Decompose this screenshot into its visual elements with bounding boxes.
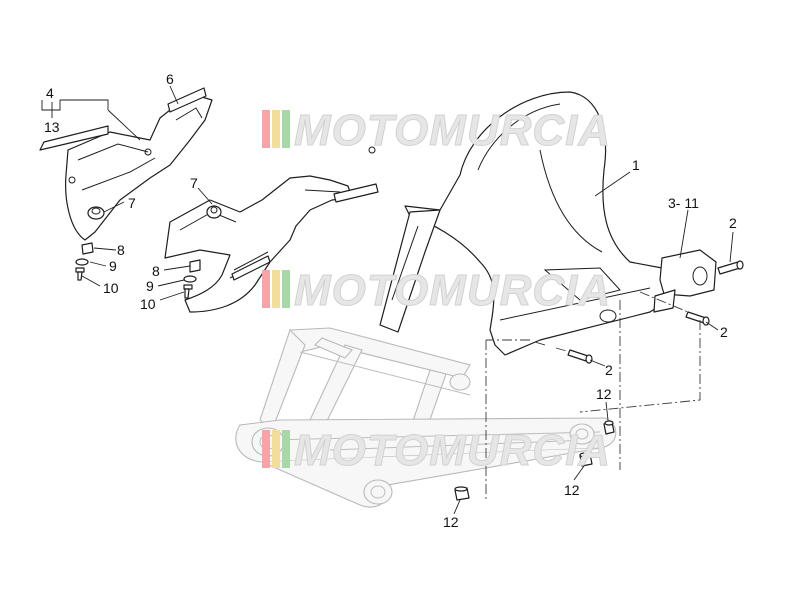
callout-9-left: 9 bbox=[109, 258, 117, 274]
spacer-12-middle bbox=[579, 452, 593, 467]
watermark-stripe-red bbox=[262, 110, 270, 148]
bolt-2-right bbox=[685, 311, 710, 326]
watermark-stripe-red bbox=[262, 430, 270, 468]
callout-4: 4 bbox=[46, 85, 54, 101]
callout-2-top: 2 bbox=[729, 215, 737, 231]
callouts: 1 2 2 2 3- 11 4 13 6 7 7 8 9 10 8 9 10 1… bbox=[44, 71, 737, 530]
watermark-stripe-yellow bbox=[272, 270, 280, 308]
watermark-stripe-yellow bbox=[272, 110, 280, 148]
watermark-text: MOTOMURCIA bbox=[294, 266, 611, 315]
callout-8-middle: 8 bbox=[152, 263, 160, 279]
watermark-top: MOTOMURCIA bbox=[262, 106, 611, 156]
callout-2-lower: 2 bbox=[605, 362, 613, 378]
callout-13: 13 bbox=[44, 119, 60, 135]
callout-7-left: 7 bbox=[128, 195, 136, 211]
callout-6: 6 bbox=[166, 71, 174, 87]
watermark-stripe-yellow bbox=[272, 430, 280, 468]
callout-1: 1 bbox=[632, 157, 640, 173]
watermark-stripe-green bbox=[282, 430, 290, 468]
part-7-grommet-middle bbox=[206, 205, 222, 219]
watermark-text: MOTOMURCIA bbox=[294, 106, 611, 155]
part-1-rear-frame-cover bbox=[379, 91, 669, 356]
callout-12-lower: 12 bbox=[443, 514, 459, 530]
callout-2-right: 2 bbox=[720, 324, 728, 340]
watermark-stripe-red bbox=[262, 270, 270, 308]
hardware-8-9-10-left bbox=[75, 242, 94, 281]
watermark-stripe-green bbox=[282, 270, 290, 308]
spacer-12-upper bbox=[603, 420, 615, 435]
callout-10-left: 10 bbox=[103, 280, 119, 296]
callout-10-middle: 10 bbox=[140, 296, 156, 312]
callout-12-upper: 12 bbox=[596, 386, 612, 402]
bolt-2-upper bbox=[717, 260, 744, 275]
part-7-grommet-left bbox=[87, 206, 105, 220]
swingarm bbox=[235, 327, 617, 508]
watermark-bottom: MOTOMURCIA bbox=[262, 426, 611, 476]
watermark-stripe-green bbox=[282, 110, 290, 148]
hardware-8-9-10-middle bbox=[183, 259, 201, 299]
watermark-text: MOTOMURCIA bbox=[294, 426, 611, 475]
callout-9-middle: 9 bbox=[146, 278, 154, 294]
part-4-left-side-cover bbox=[39, 87, 213, 241]
spacer-12-lower bbox=[454, 486, 470, 501]
leader-lines bbox=[41, 85, 734, 515]
callout-12-middle: 12 bbox=[564, 482, 580, 498]
part-3-11-bracket bbox=[653, 249, 717, 313]
bolt-2-lower bbox=[567, 349, 593, 364]
callout-8-left: 8 bbox=[117, 242, 125, 258]
alignment-lines bbox=[485, 291, 701, 500]
watermark-middle: MOTOMURCIA bbox=[262, 266, 611, 316]
callout-7-middle: 7 bbox=[190, 175, 198, 191]
callout-3-11: 3- 11 bbox=[668, 195, 699, 211]
